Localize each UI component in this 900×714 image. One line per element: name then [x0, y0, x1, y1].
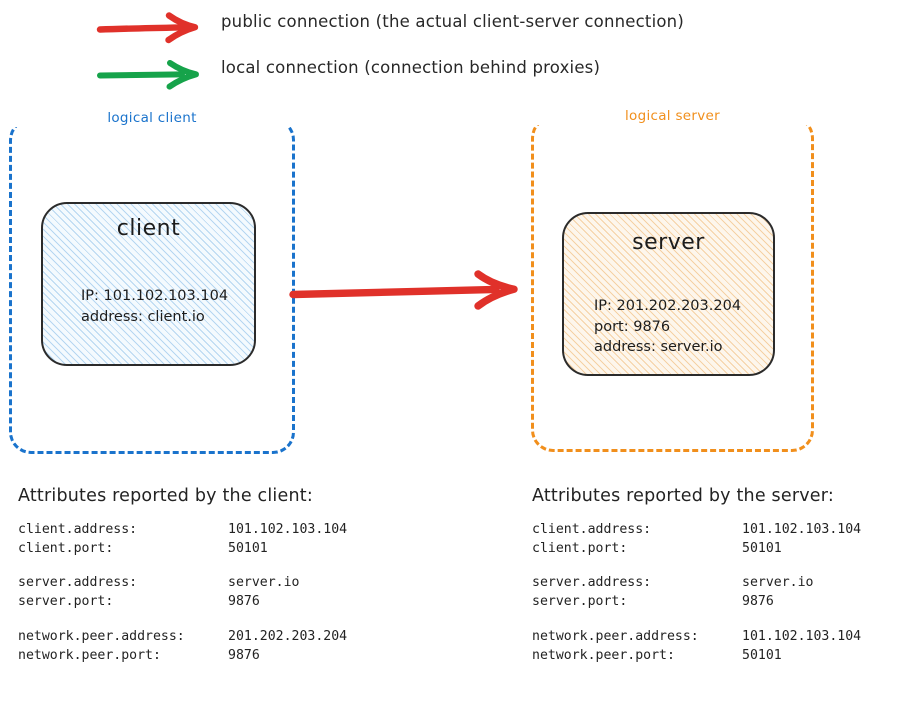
attr-value: server.io — [228, 575, 300, 591]
server-node-details: IP: 201.202.203.204 port: 9876 address: … — [564, 296, 773, 358]
legend-label-public: public connection (the actual client-ser… — [221, 12, 684, 31]
attr-value: 50101 — [742, 647, 782, 663]
logical-client-label: logical client — [12, 109, 292, 127]
client-node-details: IP: 101.102.103.104 address: client.io — [43, 286, 254, 327]
attr-value: 9876 — [228, 594, 260, 610]
table-row: network.peer.port: 9876 — [18, 646, 347, 665]
table-row: server.address: server.io — [532, 573, 861, 592]
server-node-address: address: server.io — [594, 339, 723, 356]
table-row: network.peer.port: 50101 — [532, 646, 861, 665]
attr-value: 50101 — [228, 541, 268, 557]
attr-value: server.io — [742, 575, 814, 591]
attr-value: 101.102.103.104 — [742, 522, 862, 537]
server-attributes-table: client.address: 101.102.103.104 client.p… — [532, 520, 861, 665]
server-node-title: server — [632, 230, 705, 255]
attr-key: network.peer.address: — [18, 628, 185, 644]
table-spacer — [532, 558, 861, 573]
attr-value: 201.202.203.204 — [228, 628, 348, 644]
table-row: client.port: 50101 — [532, 539, 861, 558]
server-attributes-heading: Attributes reported by the server: — [532, 486, 834, 506]
client-node-address: address: client.io — [81, 308, 205, 325]
green-arrow-icon — [96, 54, 208, 94]
attr-key: client.port: — [532, 541, 628, 557]
client-attributes-table: client.address: 101.102.103.104 client.p… — [18, 520, 347, 665]
table-spacer — [18, 558, 347, 573]
attr-value: 101.102.103.104 — [742, 628, 862, 644]
table-row: server.address: server.io — [18, 573, 347, 592]
attr-key: server.address: — [18, 575, 138, 591]
server-node-ip: IP: 201.202.203.204 — [594, 298, 742, 314]
legend-label-local: local connection (connection behind prox… — [221, 58, 601, 77]
logical-server-container: logical server — [531, 107, 814, 452]
table-spacer — [532, 612, 861, 627]
client-node-ip: IP: 101.102.103.104 — [81, 288, 229, 304]
legend: public connection (the actual client-ser… — [0, 0, 900, 105]
attr-value: 101.102.103.104 — [228, 522, 348, 537]
logical-client-container: logical client — [9, 109, 295, 454]
table-row: server.port: 9876 — [532, 592, 861, 611]
public-connection-arrow — [288, 262, 526, 320]
attr-value: 9876 — [228, 647, 260, 663]
attr-key: client.address: — [18, 522, 138, 537]
server-attributes-block: Attributes reported by the server: clien… — [532, 486, 861, 665]
table-row: client.port: 50101 — [18, 539, 347, 558]
table-row: network.peer.address: 201.202.203.204 — [18, 627, 347, 646]
table-row: client.address: 101.102.103.104 — [532, 520, 861, 539]
attr-key: network.peer.port: — [532, 647, 675, 663]
attr-value: 50101 — [742, 541, 782, 557]
table-spacer — [18, 612, 347, 627]
attr-key: network.peer.address: — [532, 628, 699, 644]
attr-key: client.address: — [532, 522, 652, 537]
attr-key: server.port: — [18, 594, 114, 610]
red-arrow-icon — [96, 8, 208, 48]
client-attributes-heading: Attributes reported by the client: — [18, 486, 313, 506]
table-row: network.peer.address: 101.102.103.104 — [532, 627, 861, 646]
client-node: client IP: 101.102.103.104 address: clie… — [41, 202, 256, 366]
legend-item-public: public connection (the actual client-ser… — [0, 8, 900, 48]
server-node-port: port: 9876 — [594, 318, 671, 335]
table-row: client.address: 101.102.103.104 — [18, 520, 347, 539]
logical-server-label: logical server — [534, 107, 811, 125]
attr-key: network.peer.port: — [18, 647, 161, 663]
legend-item-local: local connection (connection behind prox… — [0, 54, 900, 94]
client-node-title: client — [116, 216, 181, 241]
client-attributes-block: Attributes reported by the client: clien… — [18, 486, 347, 665]
attr-value: 9876 — [742, 594, 774, 610]
attr-key: client.port: — [18, 541, 114, 557]
attr-key: server.address: — [532, 575, 652, 591]
table-row: server.port: 9876 — [18, 592, 347, 611]
attr-key: server.port: — [532, 594, 628, 610]
server-node: server IP: 201.202.203.204 port: 9876 ad… — [562, 212, 775, 376]
